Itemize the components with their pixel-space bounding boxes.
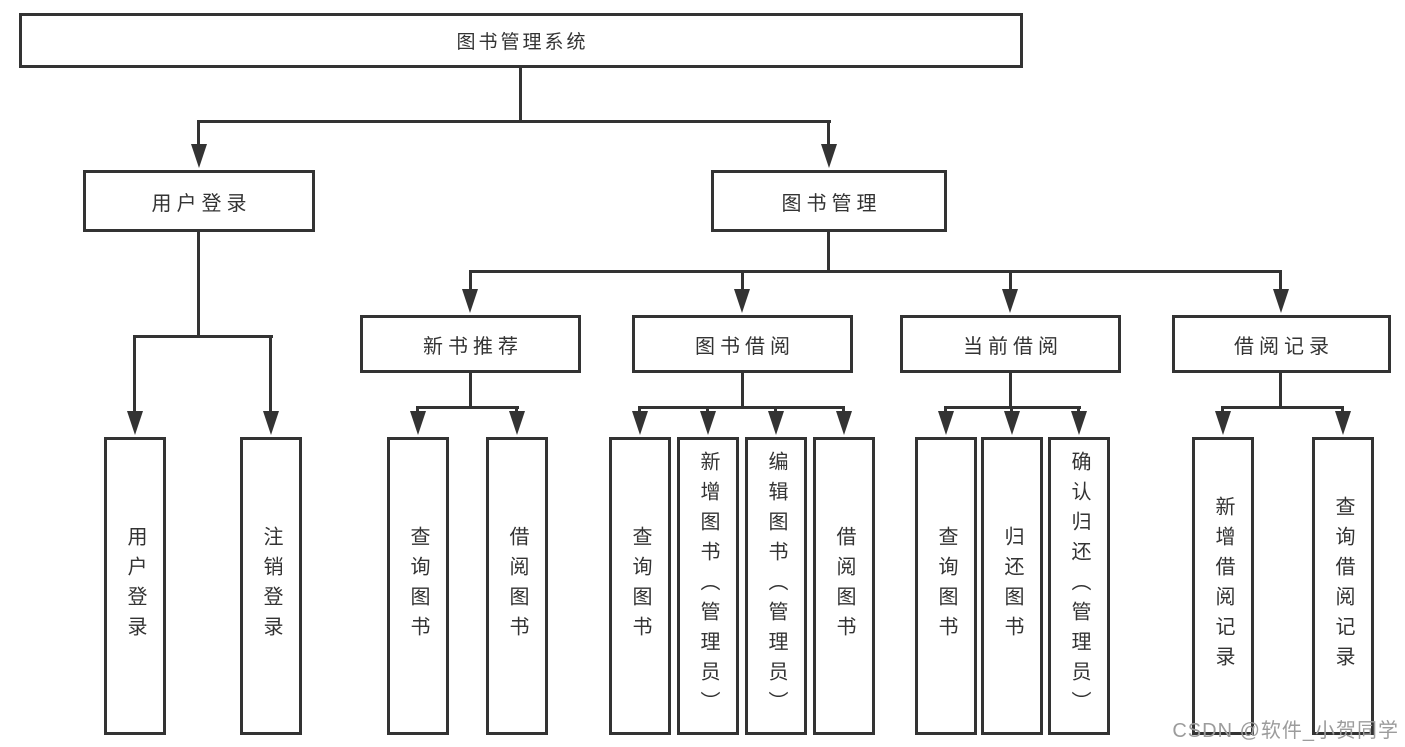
arrowhead-down: [700, 411, 716, 435]
node-new-book-recommendation: 新书推荐: [360, 315, 581, 373]
leaf-borrow-books: 借阅图书: [813, 437, 875, 735]
node-borrowing-records: 借阅记录: [1172, 315, 1391, 373]
arrowhead-down: [462, 289, 478, 313]
connector-line: [706, 406, 709, 414]
leaf-label: 查询图书: [407, 526, 429, 646]
connector-line: [1009, 270, 1012, 292]
connector-line: [638, 406, 641, 414]
connector-line: [469, 270, 1282, 273]
connector-line: [1009, 373, 1012, 409]
leaf-label: 新增借阅记录: [1212, 496, 1234, 676]
connector-line: [741, 373, 744, 409]
leaf-label: 查询图书: [629, 526, 651, 646]
connector-line: [469, 270, 472, 292]
connector-line: [469, 373, 472, 409]
connector-line: [515, 406, 518, 414]
arrowhead-down: [263, 411, 279, 435]
leaf-label: 注销登录: [260, 526, 282, 646]
arrowhead-down: [509, 411, 525, 435]
node-label: 借阅记录: [1234, 335, 1334, 358]
leaf-add-borrow-record: 新增借阅记录: [1192, 437, 1254, 735]
node-label: 当前借阅: [963, 335, 1063, 358]
connector-line: [1010, 406, 1013, 414]
arrowhead-down: [1002, 289, 1018, 313]
node-label: 新书推荐: [423, 335, 523, 358]
arrowhead-down: [768, 411, 784, 435]
connector-line: [827, 120, 830, 148]
arrowhead-down: [1004, 411, 1020, 435]
leaf-user-login: 用户登录: [104, 437, 166, 735]
leaf-label: 编辑图书（管理员）: [765, 451, 787, 721]
arrowhead-down: [938, 411, 954, 435]
arrowhead-down: [632, 411, 648, 435]
node-book-management: 图书管理: [711, 170, 947, 232]
leaf-label: 新增图书（管理员）: [697, 451, 719, 721]
node-label: 用户登录: [151, 192, 252, 215]
connector-line: [197, 232, 200, 338]
node-label: 图书借阅: [695, 335, 795, 358]
connector-line: [1221, 406, 1344, 409]
connector-line: [197, 120, 200, 148]
arrowhead-down: [821, 144, 837, 168]
leaf-query-books-current: 查询图书: [915, 437, 977, 735]
leaf-label: 用户登录: [124, 526, 146, 646]
arrowhead-down: [1273, 289, 1289, 313]
node-user-login: 用户登录: [83, 170, 315, 232]
node-current-borrowing: 当前借阅: [900, 315, 1121, 373]
connector-line: [638, 406, 845, 409]
leaf-label: 查询图书: [935, 526, 957, 646]
connector-line: [1279, 373, 1282, 409]
leaf-edit-books-admin: 编辑图书（管理员）: [745, 437, 807, 735]
node-label: 图书管理系统: [456, 32, 589, 53]
node-library-management-system: 图书管理系统: [19, 13, 1023, 68]
leaf-return-books: 归还图书: [981, 437, 1043, 735]
connector-line: [416, 406, 519, 409]
connector-line: [1279, 270, 1282, 292]
connector-line: [1077, 406, 1080, 414]
leaf-logout: 注销登录: [240, 437, 302, 735]
leaf-add-books-admin: 新增图书（管理员）: [677, 437, 739, 735]
connector-line: [944, 406, 947, 414]
node-label: 图书管理: [781, 192, 882, 215]
connector-line: [827, 232, 830, 273]
connector-line: [741, 270, 744, 292]
connector-line: [842, 406, 845, 414]
leaf-confirm-return-admin: 确认归还（管理员）: [1048, 437, 1110, 735]
connector-line: [519, 68, 522, 123]
arrowhead-down: [1335, 411, 1351, 435]
leaf-label: 借阅图书: [833, 526, 855, 646]
node-book-borrowing: 图书借阅: [632, 315, 853, 373]
leaf-label: 归还图书: [1001, 526, 1023, 646]
leaf-label: 确认归还（管理员）: [1068, 451, 1090, 721]
leaf-label: 查询借阅记录: [1332, 496, 1354, 676]
connector-line: [416, 406, 419, 414]
connector-line: [774, 406, 777, 414]
connector-line: [1221, 406, 1224, 414]
leaf-label: 借阅图书: [506, 526, 528, 646]
arrowhead-down: [734, 289, 750, 313]
csdn-watermark: CSDN @软件_小贺同学: [1172, 720, 1399, 742]
connector-line: [133, 335, 273, 338]
leaf-query-borrow-record: 查询借阅记录: [1312, 437, 1374, 735]
leaf-query-books-borrow: 查询图书: [609, 437, 671, 735]
arrowhead-down: [410, 411, 426, 435]
arrowhead-down: [127, 411, 143, 435]
arrowhead-down: [191, 144, 207, 168]
leaf-query-books-recommend: 查询图书: [387, 437, 449, 735]
arrowhead-down: [836, 411, 852, 435]
connector-line: [133, 335, 136, 414]
connector-line: [269, 335, 272, 414]
arrowhead-down: [1215, 411, 1231, 435]
arrowhead-down: [1071, 411, 1087, 435]
connector-line: [1341, 406, 1344, 414]
connector-line: [197, 120, 831, 123]
leaf-borrow-books-recommend: 借阅图书: [486, 437, 548, 735]
